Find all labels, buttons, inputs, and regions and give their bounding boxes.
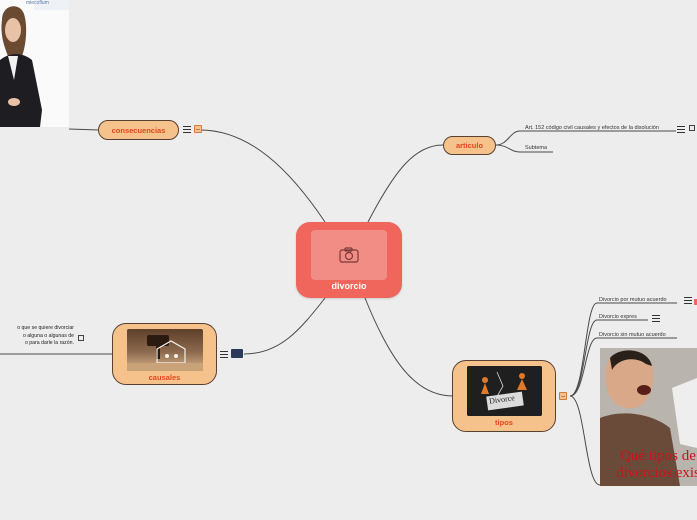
topic-consecuencias[interactable]: consecuencias [98,120,179,140]
notes-icon[interactable] [677,126,685,133]
central-topic-label: divorcio [331,281,367,291]
external-link-icon[interactable] [78,335,84,341]
central-image-placeholder [311,230,387,280]
notes-icon[interactable] [183,126,191,133]
tipos-photo[interactable]: Qué tipos de divorcios exis [600,348,697,486]
subtopic-subtema[interactable]: Subtema [525,145,548,151]
subtopic-expres[interactable]: Divorcio expres [599,314,637,320]
causales-image [127,329,203,371]
tipos-photo-caption: Qué tipos de divorcios exis [616,448,697,481]
topic-causales-label: causales [148,373,181,382]
tipos-image: Divorce [467,366,542,416]
subtopic-sin-mutuo-acuerdo[interactable]: Divorcio sin mutuo acuerdo [599,332,666,338]
topic-articulo[interactable]: articulo [443,136,496,155]
subtopic-art-152[interactable]: Art. 152 código civil causales y efectos… [525,125,659,131]
topic-tipos-label: tipos [495,418,513,427]
marker-icon [694,299,697,305]
subtopic-mutuo-acuerdo[interactable]: Divorcio por mutuo acuerdo [599,297,667,303]
camera-icon [339,247,359,263]
topic-tipos[interactable]: Divorce tipos [452,360,556,432]
causales-note-text: o que se quiere divorciar o alguna o alg… [0,325,74,348]
causales-note: o que se quiere divorciar o alguna o alg… [17,325,74,346]
topic-consecuencias-label: consecuencias [111,126,166,135]
central-topic-divorcio[interactable]: divorcio [296,222,402,298]
collapse-toggle-icon[interactable] [559,392,567,400]
notes-icon[interactable] [220,351,228,358]
topic-causales[interactable]: causales [112,323,217,385]
external-link-icon[interactable] [689,125,695,131]
topic-articulo-label: articulo [455,141,484,150]
notes-icon[interactable] [652,315,660,322]
notes-icon[interactable] [684,297,692,304]
collapse-toggle-icon[interactable] [194,125,202,133]
attachment-thumbnail-icon[interactable] [231,349,243,358]
consecuencias-photo: miecoflum [0,0,69,127]
woman-photo-caption: miecoflum [26,0,49,6]
